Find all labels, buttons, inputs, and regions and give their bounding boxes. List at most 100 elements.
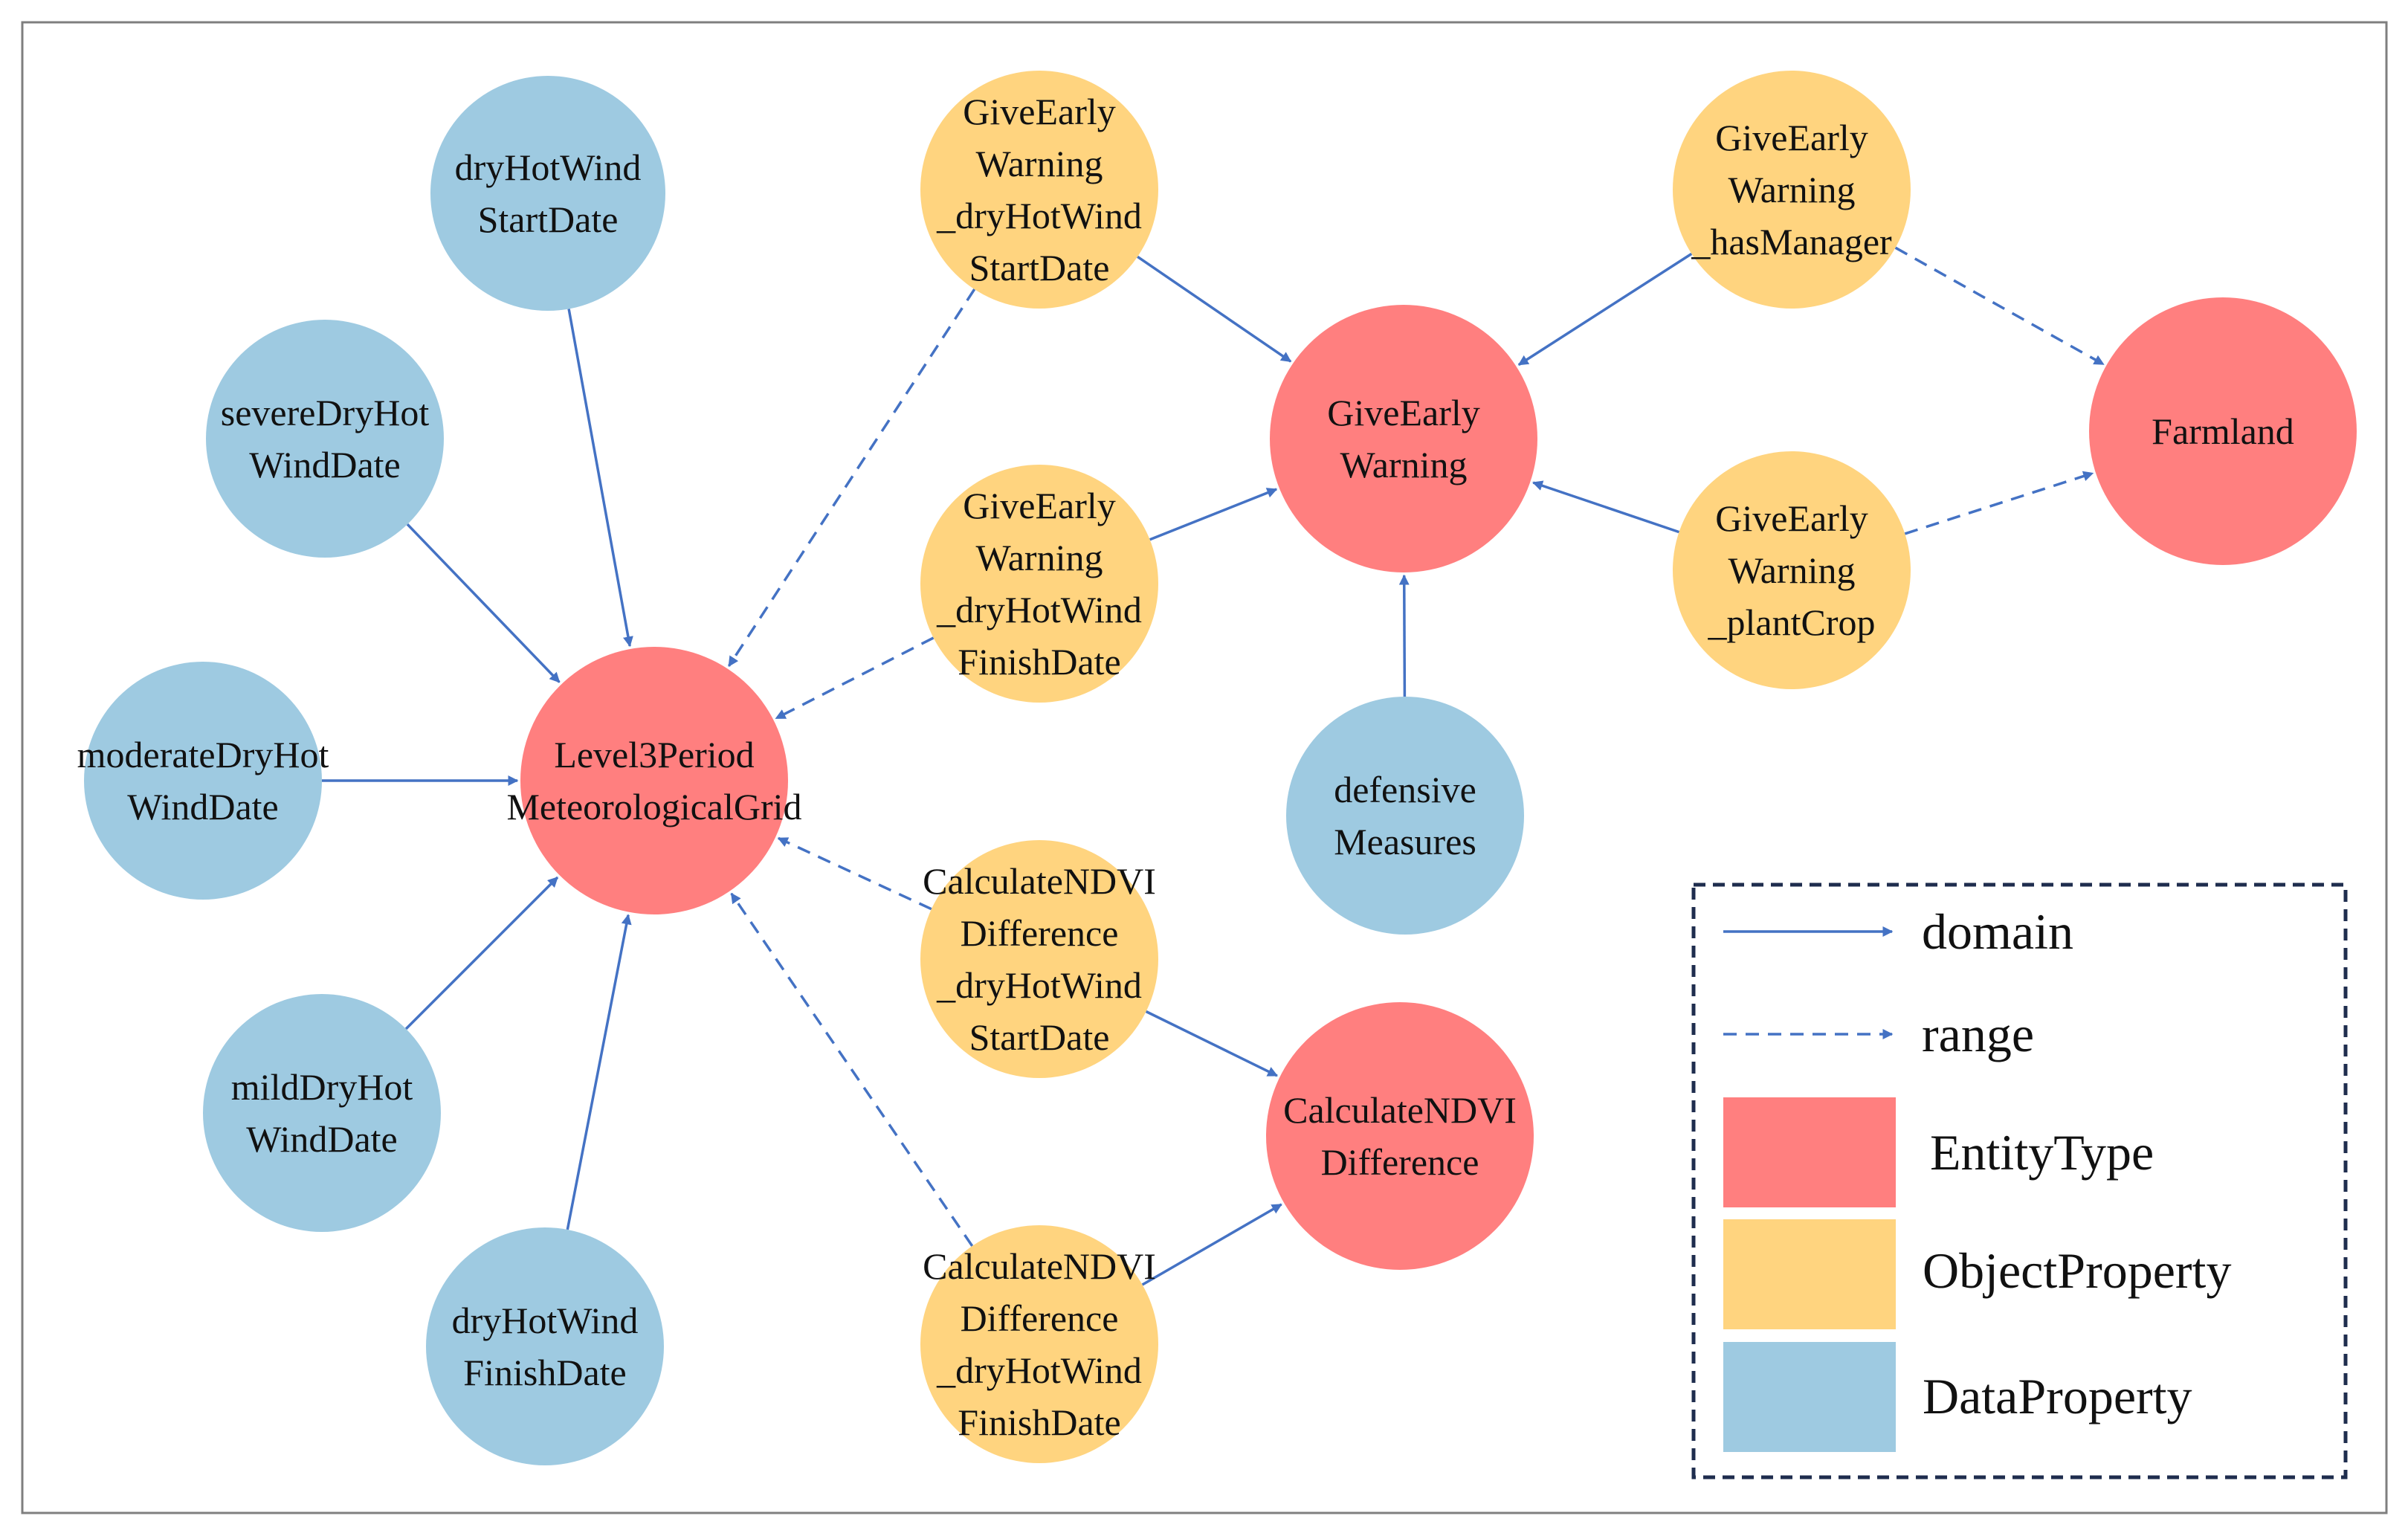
node-label-line: CalculateNDVI: [923, 860, 1156, 902]
node-layer: dryHotWindStartDatesevereDryHotWindDatem…: [77, 71, 2357, 1465]
legend-object-swatch: [1723, 1219, 1896, 1329]
node-calcNDVI: CalculateNDVI Difference: [1266, 1002, 1534, 1270]
entity-circle: [1266, 1002, 1534, 1270]
node-label-line: moderateDryHot: [77, 734, 329, 775]
node-label-line: _dryHotWind: [936, 195, 1142, 236]
node-label-line: StartDate: [478, 199, 619, 240]
node-label-line: Warning: [1340, 444, 1468, 485]
node-label-line: WindDate: [127, 786, 278, 827]
entity-circle: [1270, 305, 1537, 572]
node-label-line: Measures: [1334, 821, 1476, 862]
node-label-line: mildDryHot: [231, 1066, 413, 1108]
node-label-line: CalculateNDVI: [1283, 1089, 1517, 1131]
entity-circle: [2089, 297, 2357, 565]
node-label-line: GiveEarly: [1327, 392, 1479, 433]
legend-object-label: ObjectProperty: [1923, 1242, 2231, 1299]
data-circle: [1286, 697, 1524, 935]
node-label-line: StartDate: [969, 1016, 1110, 1058]
node-label-line: _dryHotWind: [936, 1349, 1142, 1391]
edge-range-gewManager-to-farmland: [1894, 246, 2105, 366]
node-label-line: Warning: [1728, 169, 1856, 210]
edge-domain-gewStart-to-giveEarlyWarning: [1137, 255, 1292, 363]
node-cndFinish: CalculateNDVI Difference _dryHotWindFinish…: [920, 1225, 1158, 1463]
node-label-line: Warning: [1728, 549, 1856, 591]
node-label-line: GiveEarly: [1715, 497, 1868, 539]
node-label-line: Warning: [976, 143, 1103, 184]
data-circle: [206, 320, 444, 558]
data-circle: [430, 76, 665, 311]
edge-domain-defensive-to-giveEarlyWarning: [1398, 574, 1410, 697]
object-circle: [1673, 451, 1911, 689]
node-label-line: _dryHotWind: [936, 589, 1142, 630]
node-label-line: defensive: [1334, 769, 1476, 810]
node-label-line: GiveEarly: [1715, 117, 1868, 158]
node-label-line: Level3Period: [554, 734, 754, 775]
edge-domain-dryHotWindFinish-to-level3: [566, 914, 632, 1230]
edge-domain-dryHotWindStart-to-level3: [567, 309, 633, 648]
data-circle: [426, 1227, 664, 1465]
node-label-line: Farmland: [2152, 410, 2294, 452]
edge-range-cndFinish-to-level3: [730, 892, 974, 1247]
node-label-line: _plantCrop: [1708, 601, 1876, 643]
legend-data-swatch: [1723, 1342, 1896, 1452]
node-label-line: _hasManager: [1691, 221, 1892, 262]
object-circle: [920, 1225, 1158, 1463]
edge-domain-mildDryHot-to-level3: [404, 876, 559, 1030]
object-circle: [920, 71, 1158, 309]
node-label-line: MeteorologicalGrid: [506, 786, 801, 827]
object-circle: [920, 840, 1158, 1078]
legend-frame: [1691, 882, 2348, 1479]
object-circle: [1673, 71, 1911, 309]
node-label-line: _dryHotWind: [936, 964, 1142, 1006]
node-label-line: GiveEarly: [963, 485, 1115, 526]
edge-domain-gewManager-to-giveEarlyWarning: [1517, 252, 1693, 367]
data-circle: [203, 994, 441, 1232]
node-label-line: WindDate: [246, 1118, 397, 1160]
edge-domain-gewFinish-to-giveEarlyWarning: [1149, 488, 1278, 541]
legend-range-label: range: [1922, 1006, 2034, 1062]
node-label-line: Difference: [1321, 1141, 1479, 1183]
edge-domain-gewCrop-to-giveEarlyWarning: [1531, 480, 1680, 534]
node-farmland: Farmland: [2089, 297, 2357, 565]
legend-data-label: DataProperty: [1923, 1368, 2192, 1424]
edge-domain-cndFinish-to-calcNDVI: [1141, 1203, 1282, 1286]
entity-circle: [520, 647, 788, 914]
node-cndStart: CalculateNDVI Difference _dryHotWindStartD…: [920, 840, 1158, 1078]
node-label-line: Warning: [976, 537, 1103, 578]
data-circle: [84, 662, 322, 900]
object-circle: [920, 465, 1158, 703]
node-label-line: GiveEarly: [963, 91, 1115, 132]
edge-domain-cndStart-to-calcNDVI: [1145, 1010, 1279, 1077]
node-label-line: FinishDate: [463, 1352, 626, 1393]
node-label-line: dryHotWind: [452, 1300, 639, 1341]
diagram-frame: [21, 21, 2388, 1514]
node-label-line: FinishDate: [958, 1401, 1120, 1443]
node-label-line: WindDate: [249, 444, 400, 485]
edge-layer: [322, 246, 2105, 1286]
edge-range-gewCrop-to-farmland: [1904, 471, 2094, 535]
edge-domain-severeDryHot-to-level3: [406, 523, 561, 683]
node-label-line: Difference: [961, 912, 1119, 954]
edge-range-gewStart-to-level3: [727, 288, 976, 667]
edge-range-cndStart-to-level3: [777, 836, 932, 911]
node-label-line: StartDate: [969, 247, 1110, 288]
node-label-line: dryHotWind: [455, 146, 642, 188]
node-label-line: Difference: [961, 1297, 1119, 1339]
legend-domain-label: domain: [1922, 903, 2073, 960]
node-label-line: CalculateNDVI: [923, 1245, 1156, 1287]
node-label-line: severeDryHot: [221, 392, 430, 433]
legend-entity-swatch: [1723, 1097, 1896, 1207]
